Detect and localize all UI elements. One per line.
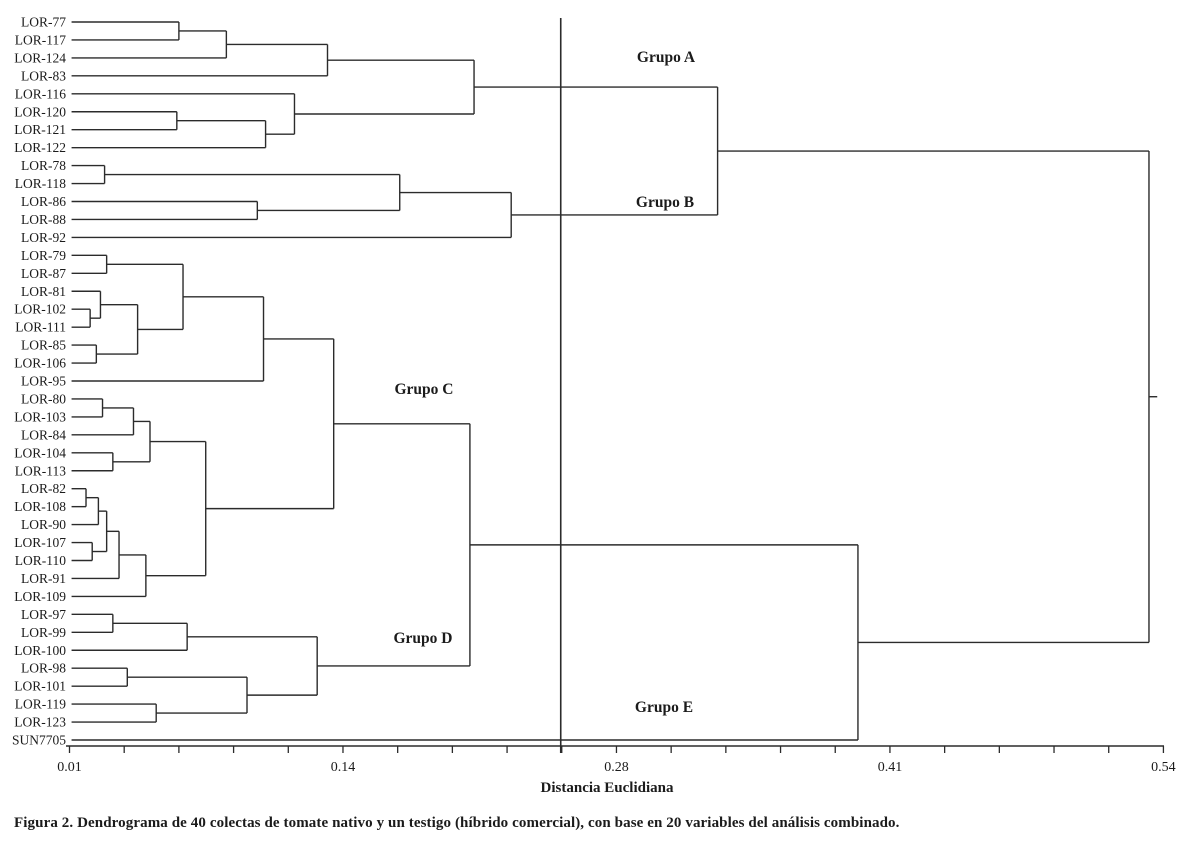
leaf-label: LOR-119 [15, 697, 66, 712]
leaf-label: LOR-111 [15, 320, 66, 335]
dendrogram-plot: LOR-77LOR-117LOR-124LOR-83LOR-116LOR-120… [12, 15, 1176, 797]
leaf-label: LOR-102 [14, 302, 66, 317]
leaf-label: LOR-103 [14, 409, 66, 424]
leaf-label: LOR-109 [14, 589, 66, 604]
leaf-label: LOR-97 [21, 607, 66, 622]
leaf-label: LOR-81 [21, 284, 66, 299]
leaf-label: LOR-121 [14, 122, 66, 137]
leaf-label: LOR-101 [14, 679, 66, 694]
leaf-label: LOR-107 [14, 535, 66, 550]
leaf-label: LOR-104 [14, 445, 66, 460]
leaf-label: LOR-77 [21, 15, 66, 30]
leaf-label: LOR-83 [21, 68, 66, 83]
x-tick-label: 0.01 [57, 760, 82, 775]
leaf-label: LOR-78 [21, 158, 66, 173]
leaf-label: LOR-84 [21, 427, 66, 442]
leaf-label: LOR-110 [15, 553, 66, 568]
x-tick-label: 0.28 [604, 760, 629, 775]
group-label: Grupo B [636, 194, 694, 211]
x-tick-label: 0.41 [878, 760, 903, 775]
group-label: Grupo A [637, 49, 696, 66]
figure-caption: Figura 2. Dendrograma de 40 colectas de … [14, 815, 900, 831]
leaf-label: LOR-99 [21, 625, 66, 640]
leaf-label: LOR-82 [21, 481, 66, 496]
leaf-label: LOR-90 [21, 517, 66, 532]
group-label: Grupo C [395, 381, 454, 398]
leaf-label: LOR-95 [21, 374, 66, 389]
leaf-label: LOR-124 [14, 50, 66, 65]
leaf-label: LOR-118 [15, 176, 66, 191]
leaf-label: LOR-123 [14, 715, 66, 730]
leaf-label: LOR-92 [21, 230, 66, 245]
leaf-label: LOR-98 [21, 661, 66, 676]
leaf-label: LOR-100 [14, 643, 66, 658]
group-label: Grupo D [394, 630, 453, 647]
leaf-label: LOR-88 [21, 212, 66, 227]
leaf-label: LOR-87 [21, 266, 66, 281]
x-tick-label: 0.14 [331, 760, 356, 775]
leaf-label: LOR-117 [15, 32, 66, 47]
leaf-label: LOR-80 [21, 391, 66, 406]
leaf-label: LOR-86 [21, 194, 66, 209]
leaf-label: LOR-108 [14, 499, 66, 514]
leaf-label: LOR-120 [14, 104, 66, 119]
leaf-label: LOR-85 [21, 338, 66, 353]
x-tick-label: 0.54 [1151, 760, 1176, 775]
leaf-label: LOR-91 [21, 571, 66, 586]
x-axis-label: Distancia Euclidiana [541, 780, 674, 796]
leaf-label: SUN7705 [12, 733, 66, 748]
leaf-label: LOR-106 [14, 356, 66, 371]
leaf-label: LOR-116 [15, 86, 66, 101]
leaf-label: LOR-122 [14, 140, 66, 155]
group-label: Grupo E [635, 699, 693, 716]
leaf-label: LOR-79 [21, 248, 66, 263]
leaf-label: LOR-113 [15, 463, 66, 478]
